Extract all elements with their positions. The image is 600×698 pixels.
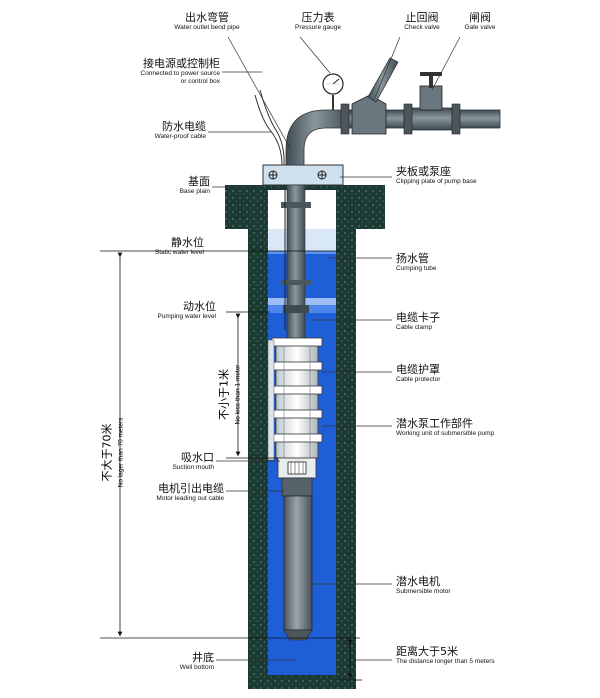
label-submersible-motor-cn: 潜水电机 xyxy=(396,575,440,588)
label-gate-valve: 闸阀 Gate valve xyxy=(452,12,508,32)
label-power-source-cn: 接电源或控制柜 xyxy=(143,57,220,70)
label-clipping-plate-cn: 夹板或泵座 xyxy=(396,165,451,178)
label-motor-cable: 电机引出电缆 Motor leading out cable xyxy=(116,483,224,503)
label-base-plain-cn: 基面 xyxy=(188,175,210,188)
label-pumping-water: 动水位 Pumping water level xyxy=(126,301,216,321)
label-submersible-motor: 潜水电机 Submersible motor xyxy=(396,576,451,596)
label-waterproof-cable-cn: 防水电缆 xyxy=(162,120,206,133)
label-suction-mouth-en: Suction mouth xyxy=(172,464,214,471)
dimension-not-less-1m-en: No less than 1 meter xyxy=(234,364,242,425)
label-pressure-gauge-en: Pressure gauge xyxy=(295,24,341,31)
label-gate-valve-en: Gate valve xyxy=(464,24,496,31)
outlet-bend-pipe xyxy=(285,57,501,166)
label-waterproof-cable: 防水电缆 Water-proof cable xyxy=(120,121,206,141)
label-check-valve: 止回阀 Check valve xyxy=(390,12,454,32)
label-cable-clamp-cn: 电缆卡子 xyxy=(396,311,440,324)
label-distance-5m: 距离大于5米 The distance longer than 5 meters xyxy=(396,646,495,666)
label-well-bottom: 井底 Well bottom xyxy=(150,652,214,672)
label-power-source-en2: or control box xyxy=(180,77,220,85)
label-working-unit-cn: 潜水泵工作部件 xyxy=(396,417,473,430)
label-cable-clamp-en: Cable clamp xyxy=(396,324,433,331)
dimension-not-more-70m: 不大于70米 No lager than 70 meters xyxy=(96,383,125,523)
label-well-bottom-cn: 井底 xyxy=(192,651,214,664)
label-cumping-tube-cn: 扬水管 xyxy=(396,252,429,265)
label-cable-protector-cn: 电缆护罩 xyxy=(396,363,440,376)
label-static-water: 静水位 Static water level xyxy=(118,237,204,257)
label-cable-clamp: 电缆卡子 Cable clamp xyxy=(396,312,440,332)
label-clipping-plate: 夹板或泵座 Clipping plate of pump base xyxy=(396,166,477,186)
label-cable-protector: 电缆护罩 Cable protector xyxy=(396,364,440,384)
label-static-water-cn: 静水位 xyxy=(171,236,204,249)
label-gate-valve-cn: 闸阀 xyxy=(469,11,491,24)
label-outlet-pipe-en: Water outlet bend pipe xyxy=(174,24,240,31)
label-power-source: 接电源或控制柜 Connected to power source or con… xyxy=(100,57,221,85)
label-pumping-water-en: Pumping water level xyxy=(157,313,216,320)
label-outlet-pipe: 出水弯管 Water outlet bend pipe xyxy=(162,12,252,32)
dimension-not-more-70m-en: No lager than 70 meters xyxy=(117,417,125,488)
label-clipping-plate-en: Clipping plate of pump base xyxy=(396,178,477,185)
label-static-water-en: Static water level xyxy=(154,249,204,256)
pump-working-unit xyxy=(267,337,323,479)
label-waterproof-cable-en: Water-proof cable xyxy=(154,133,206,140)
waterproof-cable-line xyxy=(254,89,285,166)
label-base-plain: 基面 Base plain xyxy=(150,176,210,196)
label-pressure-gauge: 压力表 Pressure gauge xyxy=(282,12,354,32)
label-outlet-pipe-cn: 出水弯管 xyxy=(185,11,229,24)
clipping-plate xyxy=(262,164,344,186)
label-submersible-motor-en: Submersible motor xyxy=(396,588,451,595)
submersible-motor xyxy=(281,477,313,641)
dimension-lines xyxy=(100,250,362,681)
label-suction-mouth: 吸水口 Suction mouth xyxy=(140,452,214,472)
label-suction-mouth-cn: 吸水口 xyxy=(181,451,214,464)
label-power-source-en1: Connected to power source xyxy=(140,70,221,77)
label-base-plain-en: Base plain xyxy=(179,188,210,195)
label-cumping-tube: 扬水管 Cumping tube xyxy=(396,253,436,273)
label-distance-5m-en: The distance longer than 5 meters xyxy=(396,658,495,665)
dimension-not-less-1m: 不小于1米 No less than 1 meter xyxy=(213,340,242,450)
label-working-unit: 潜水泵工作部件 Working unit of submersible pump xyxy=(396,418,494,438)
dimension-not-less-1m-cn: 不小于1米 xyxy=(217,369,231,420)
label-check-valve-en: Check valve xyxy=(404,24,440,31)
label-cumping-tube-en: Cumping tube xyxy=(396,265,437,272)
label-distance-5m-cn: 距离大于5米 xyxy=(396,645,458,658)
label-motor-cable-cn: 电机引出电缆 xyxy=(158,482,224,495)
label-cable-protector-en: Cable protector xyxy=(396,376,441,383)
label-pumping-water-cn: 动水位 xyxy=(183,300,216,313)
label-check-valve-cn: 止回阀 xyxy=(405,11,439,24)
label-motor-cable-en: Motor leading out cable xyxy=(156,495,224,502)
leader-lines xyxy=(208,36,461,661)
label-well-bottom-en: Well bottom xyxy=(179,664,214,671)
label-pressure-gauge-cn: 压力表 xyxy=(301,11,335,24)
dimension-not-more-70m-cn: 不大于70米 xyxy=(100,423,114,482)
label-working-unit-en: Working unit of submersible pump xyxy=(396,430,495,437)
